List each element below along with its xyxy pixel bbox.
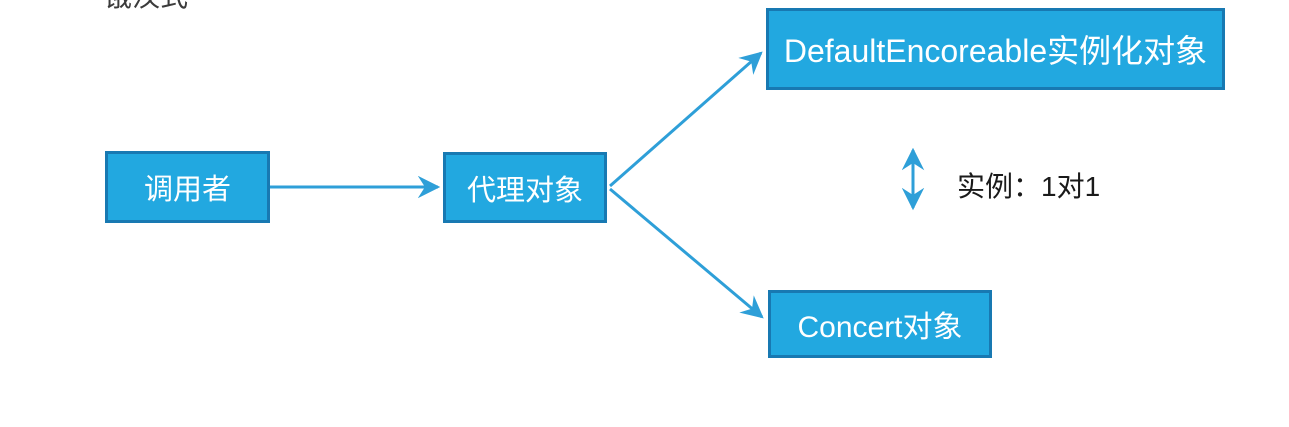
arrow-proxy-to-concert: [609, 187, 764, 319]
heading-text: 饿汉式: [104, 0, 188, 15]
bullet-icon: •: [44, 0, 52, 3]
node-concert-object: Concert对象: [768, 290, 992, 358]
node-default-encoreable-instance: DefaultEncoreable实例化对象: [766, 8, 1225, 90]
arrow-proxy-to-default-encoreable: [609, 51, 763, 188]
node-proxy-object: 代理对象: [443, 152, 607, 223]
instance-ratio-label: 实例：1对1: [957, 171, 1101, 202]
node-caller: 调用者: [105, 151, 270, 223]
